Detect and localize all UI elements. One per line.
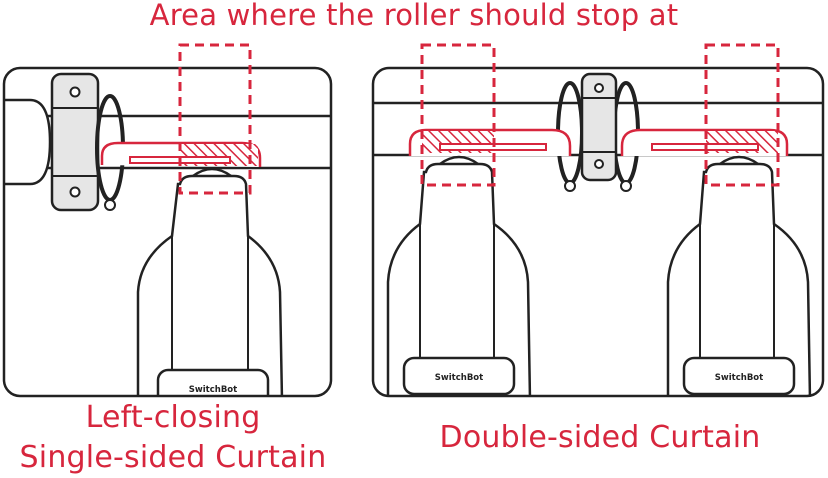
switchbot-device-icon: SwitchBot	[136, 167, 284, 396]
left-stop-zone-box	[178, 43, 252, 195]
left-caption-line2: Single-sided Curtain	[19, 440, 327, 475]
left-panel-caption: Left-closing Single-sided Curtain	[0, 398, 346, 478]
right-panel-frame	[371, 66, 825, 398]
left-device-brand: SwitchBot	[189, 385, 237, 395]
left-panel: SwitchBot	[2, 43, 333, 398]
stop-zone-annotation: Area where the roller should stop at	[149, 0, 679, 32]
right-stop-zone-box-right	[704, 43, 780, 187]
right-right-device-brand: SwitchBot	[715, 373, 763, 383]
right-panel: SwitchBot SwitchBot	[371, 43, 825, 398]
rod-bracket-icon	[50, 72, 100, 212]
rod-bracket-icon	[580, 72, 618, 182]
right-left-device-brand: SwitchBot	[435, 373, 483, 383]
right-panel-caption: Double-sided Curtain	[439, 420, 761, 455]
rod-end-cap-icon	[4, 98, 52, 186]
right-stop-zone-box-left	[420, 43, 496, 187]
left-caption-line1: Left-closing	[85, 400, 261, 435]
roller-arm-icon	[408, 128, 572, 156]
switchbot-device-icon: SwitchBot	[386, 155, 532, 396]
left-panel-frame	[2, 66, 333, 398]
switchbot-device-icon: SwitchBot	[666, 155, 812, 396]
